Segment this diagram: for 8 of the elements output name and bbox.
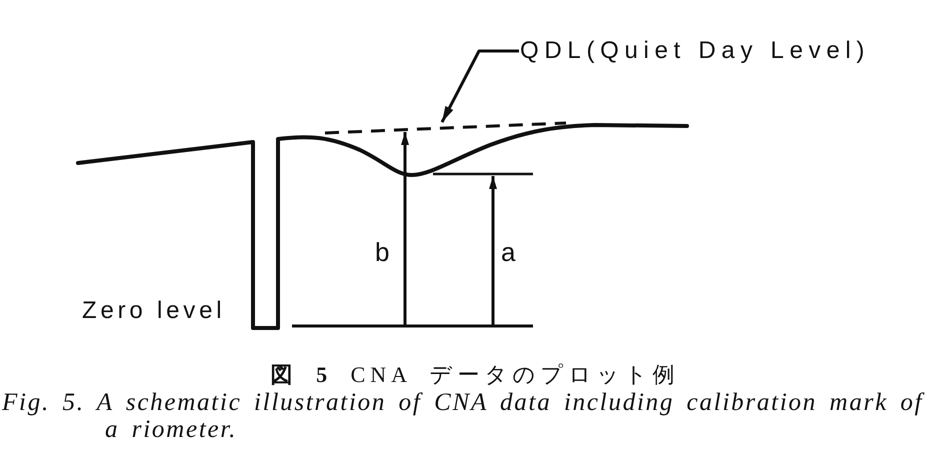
measure-label: b bbox=[375, 239, 390, 265]
level-label: Zero level bbox=[82, 299, 226, 323]
dashed-line bbox=[324, 122, 566, 134]
callout-text: QDL(Quiet Day Level) bbox=[520, 39, 870, 63]
leader-line bbox=[440, 50, 519, 123]
figure-title: 図 5 CNA データのプロット例 bbox=[270, 364, 680, 386]
figure-caption: Fig. 5. A schematic illustration of CNA data including calibration mark of a riometer. bbox=[2, 389, 926, 443]
measure-label: a bbox=[501, 239, 516, 265]
